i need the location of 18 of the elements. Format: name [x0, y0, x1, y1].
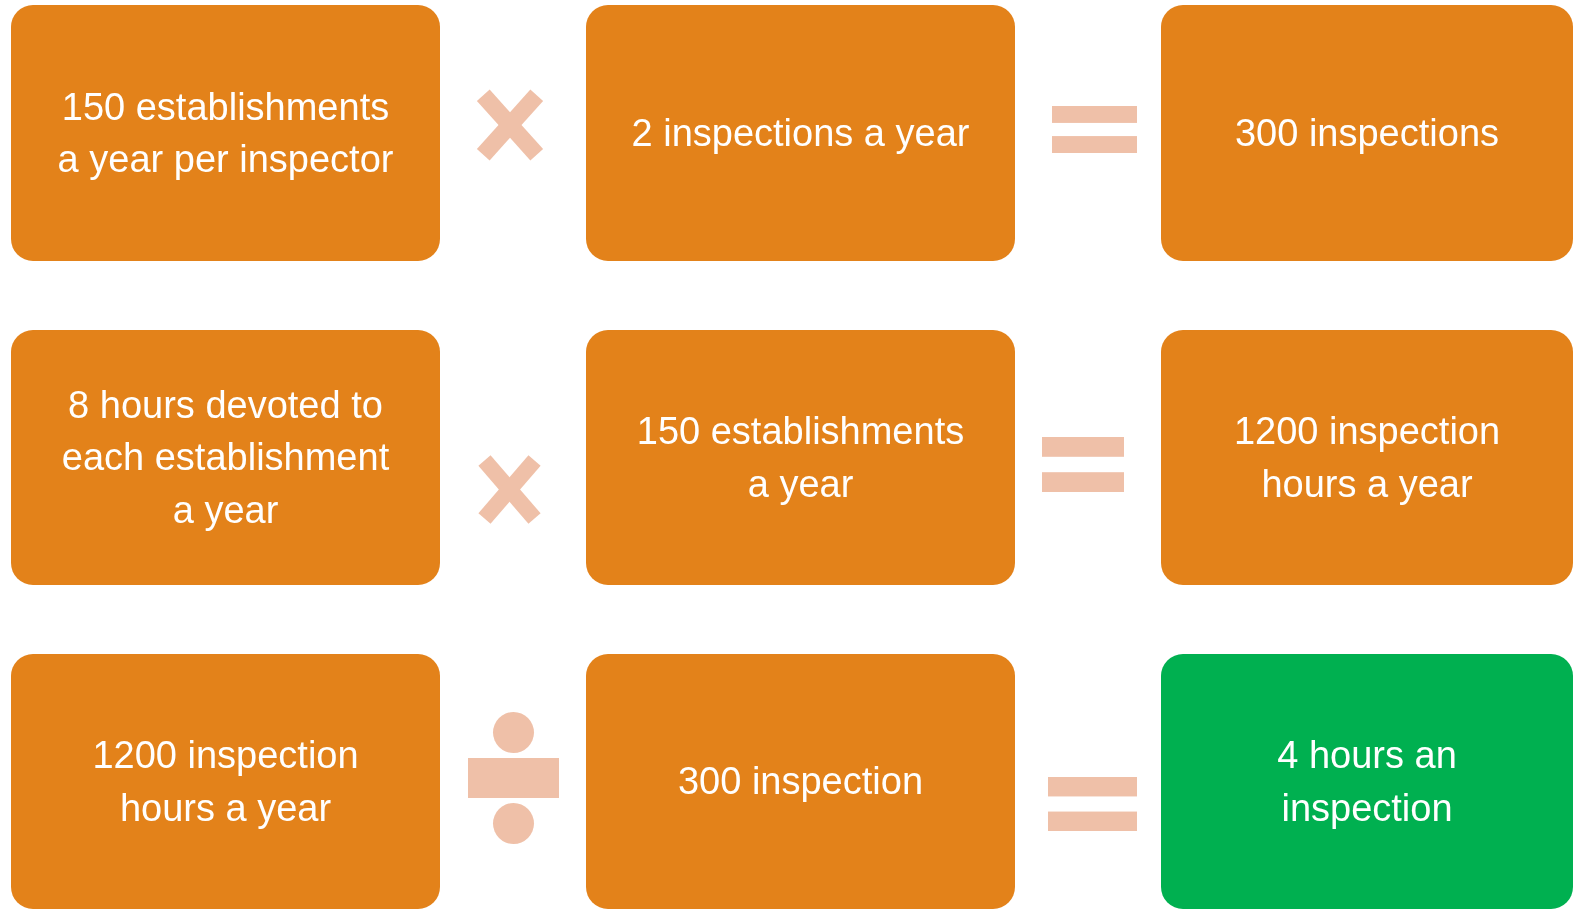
box-text: 150 establishments a year [635, 409, 966, 507]
value-box [11, 330, 440, 585]
value-box [1161, 330, 1573, 585]
value-box [11, 654, 440, 909]
box-text: 1200 inspection hours a year [91, 733, 360, 831]
box-text: 1200 inspection hours a year [1232, 409, 1502, 507]
box-text: 300 inspection [677, 759, 924, 805]
result-box [1161, 654, 1573, 909]
value-box [586, 330, 1015, 585]
box-text: 150 establishments a year per inspector [56, 84, 395, 182]
value-box [1161, 5, 1573, 261]
box-text: 2 inspections a year [631, 110, 970, 156]
value-box [586, 5, 1015, 261]
box-text: 8 hours devoted to each establishment a year [60, 382, 391, 533]
value-box [11, 5, 440, 261]
box-text: 300 inspections [1234, 110, 1500, 156]
box-text: 4 hours an inspection [1276, 733, 1458, 831]
value-box [586, 654, 1015, 909]
